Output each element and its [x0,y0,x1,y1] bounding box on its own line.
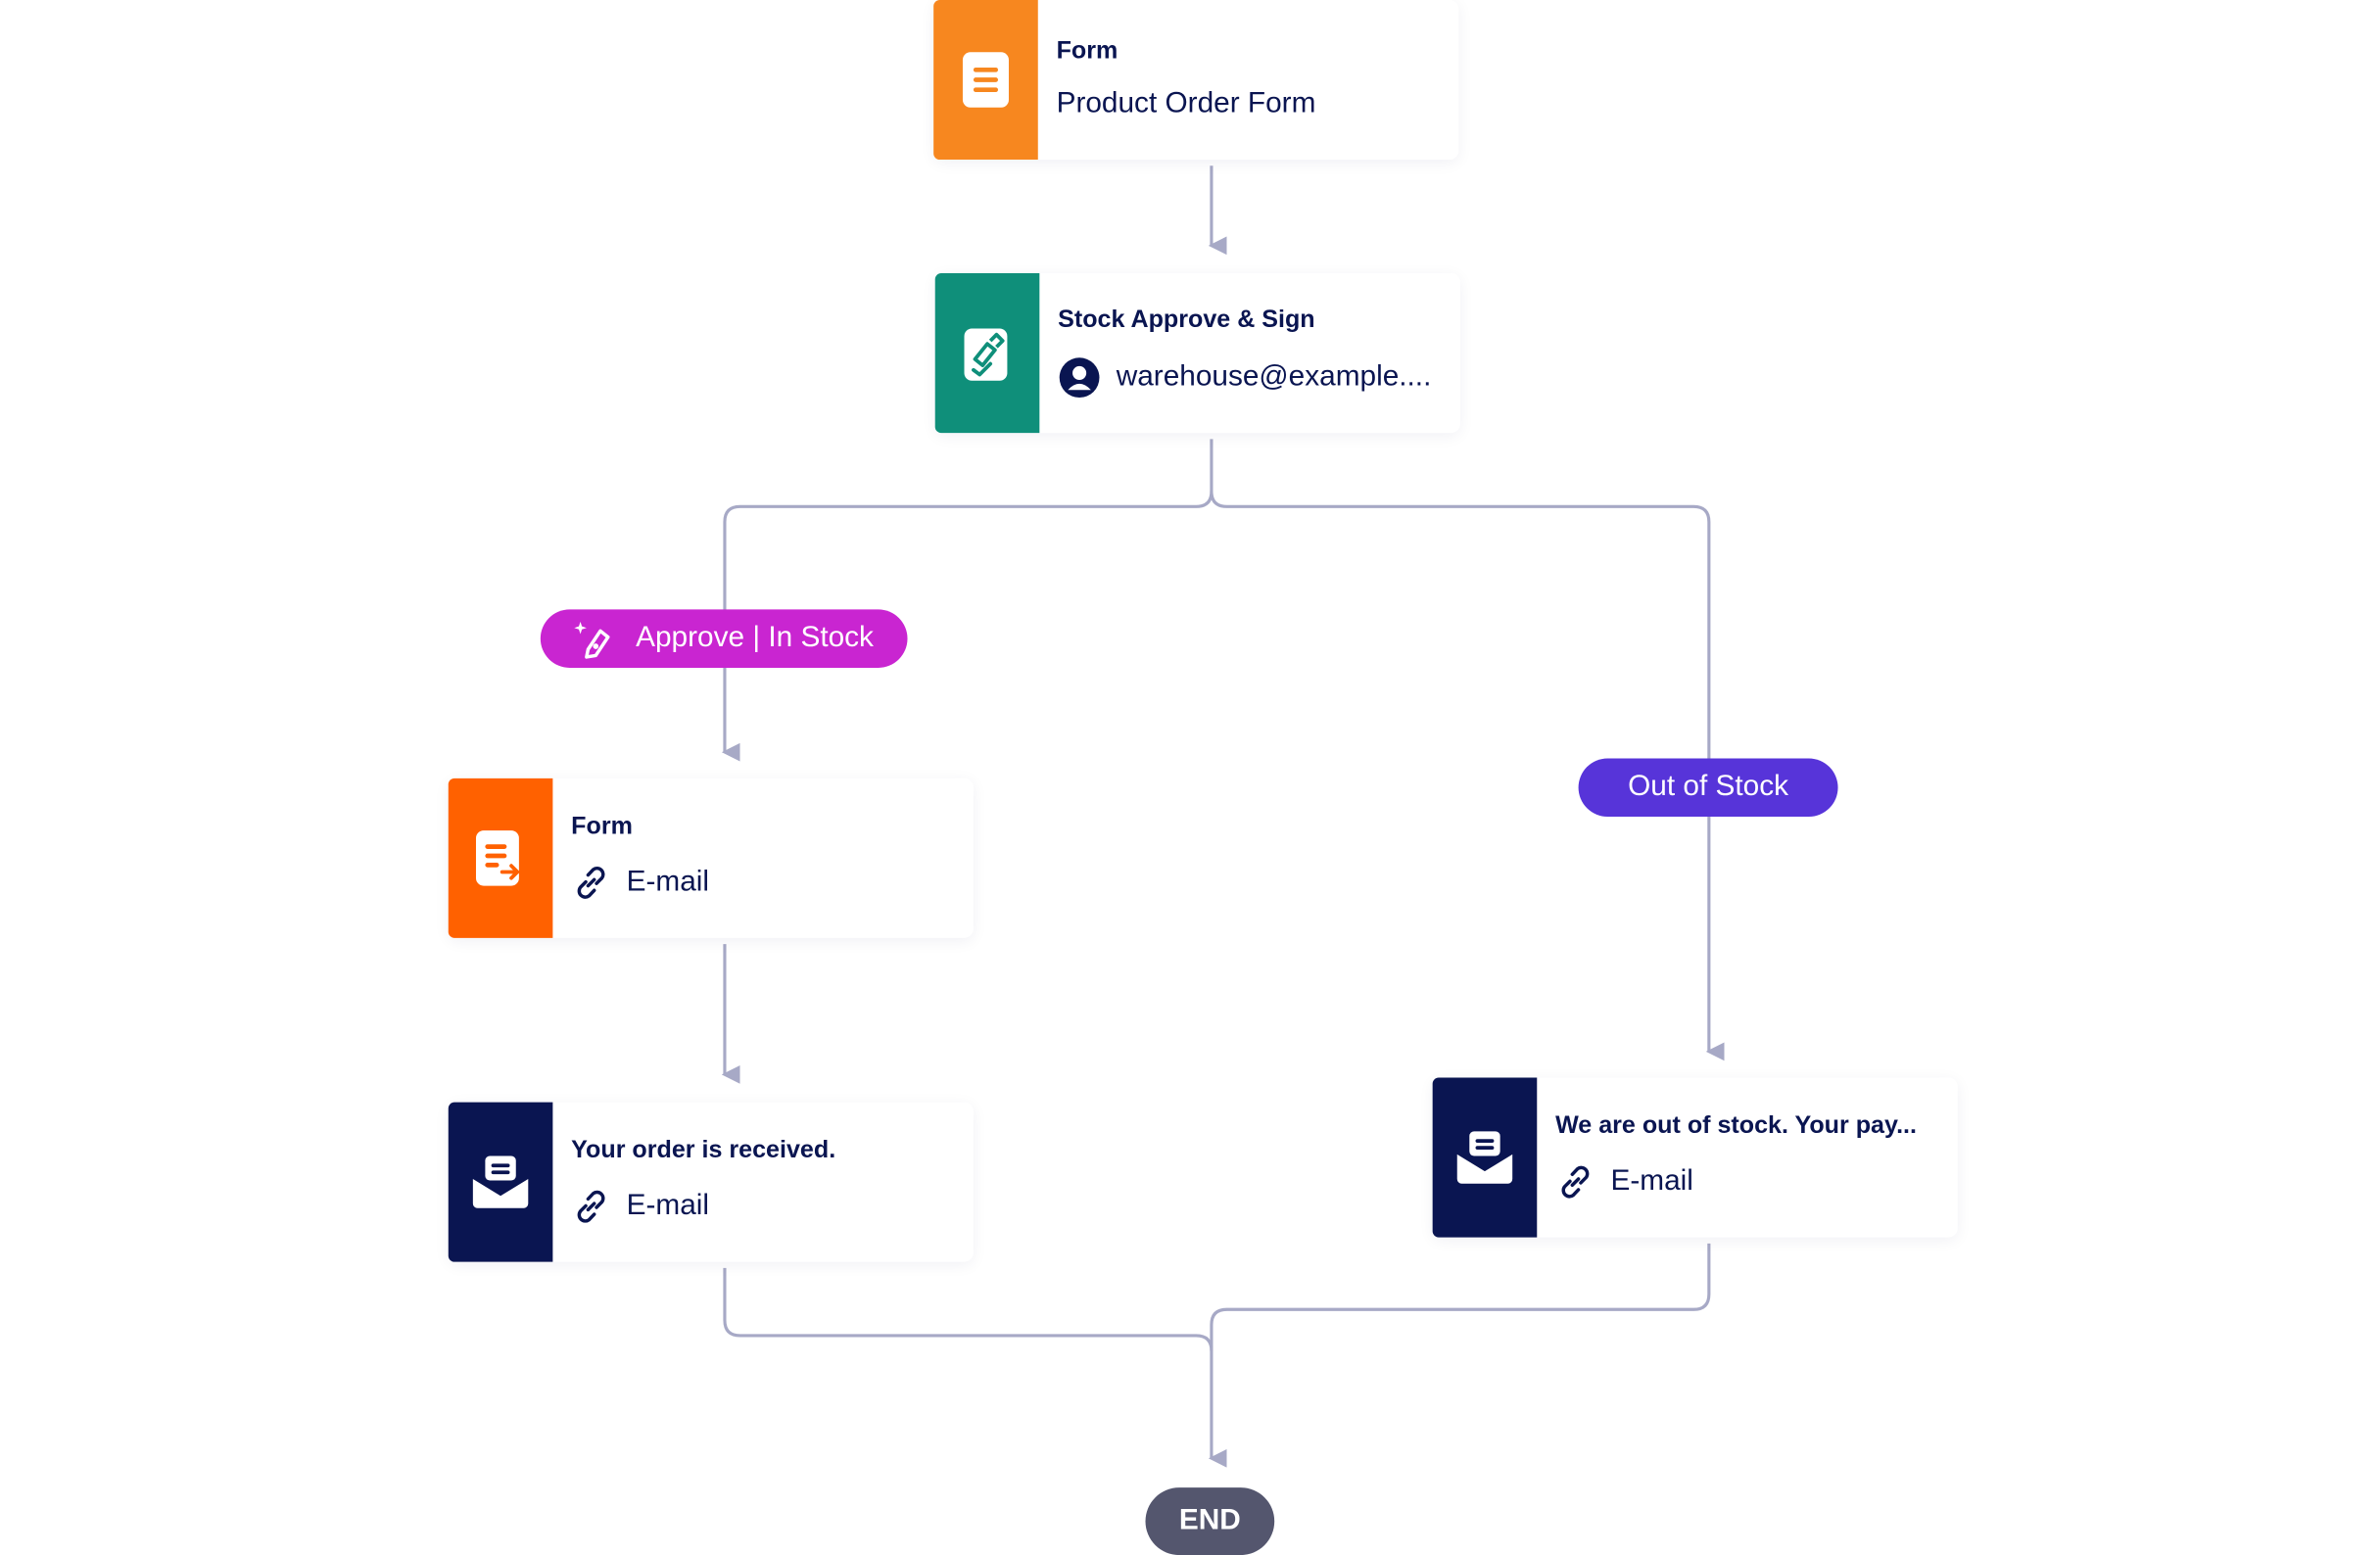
email-node-out-of-stock[interactable]: We are out of stock. Your pay... E-mail [1432,1077,1958,1238]
email-tile [1432,1077,1538,1238]
branch-approve-in-stock[interactable]: Approve | In Stock [540,609,908,668]
branch-label: Out of Stock [1628,770,1789,803]
email-node-order-received[interactable]: Your order is received. E-mail [448,1102,974,1262]
form-tile [448,778,553,938]
envelope-open-icon [1456,1131,1513,1184]
node-subtitle: Product Order Form [1056,87,1316,120]
pen-sparkle-icon [574,621,610,659]
user-avatar-icon [1059,357,1100,399]
link-icon [1561,1165,1590,1199]
node-body: Form E-mail [552,778,727,938]
sign-tile [934,273,1040,434]
link-icon [577,866,605,899]
delivery-method: E-mail [626,866,710,899]
node-subtitle-row: E-mail [571,1187,835,1227]
node-title: Form [1056,38,1119,65]
link-icon [577,1190,605,1223]
branch-label: Approve | In Stock [636,621,874,654]
node-title: Form [571,813,633,840]
node-subtitle-row: warehouse@example.... [1058,356,1431,400]
branch-out-of-stock[interactable]: Out of Stock [1578,758,1838,818]
node-title: We are out of stock. Your pay... [1555,1112,1917,1140]
end-node[interactable]: END [1145,1487,1275,1555]
connector-split-left [721,439,1214,762]
form-forward-icon [475,830,520,886]
envelope-open-icon [472,1155,529,1208]
sign-document-icon [964,328,1008,381]
assignee-email: warehouse@example.... [1116,360,1432,394]
node-body: Stock Approve & Sign warehouse@example..… [1039,273,1450,433]
node-body: We are out of stock. Your pay... E-mail [1537,1078,1935,1238]
connector-merge-right [1210,1243,1711,1351]
email-tile [448,1102,553,1262]
node-subtitle-row: E-mail [571,863,709,903]
node-title: Your order is received. [571,1137,836,1164]
delivery-method: E-mail [1610,1164,1693,1198]
connector-merge-left [723,1267,1227,1468]
delivery-method: E-mail [626,1189,710,1222]
form-node-product-order[interactable]: Form Product Order Form [933,0,1459,161]
node-body: Form Product Order Form [1038,0,1334,160]
node-body: Your order is received. E-mail [552,1103,854,1262]
form-tile [933,0,1038,161]
connector-split-right [1210,491,1725,1061]
form-node-email[interactable]: Form E-mail [448,778,974,938]
node-subtitle-row: E-mail [1555,1162,1917,1202]
form-document-icon [962,52,1009,108]
sign-node-stock-approve[interactable]: Stock Approve & Sign warehouse@example..… [934,273,1460,434]
node-title: Stock Approve & Sign [1058,306,1315,334]
